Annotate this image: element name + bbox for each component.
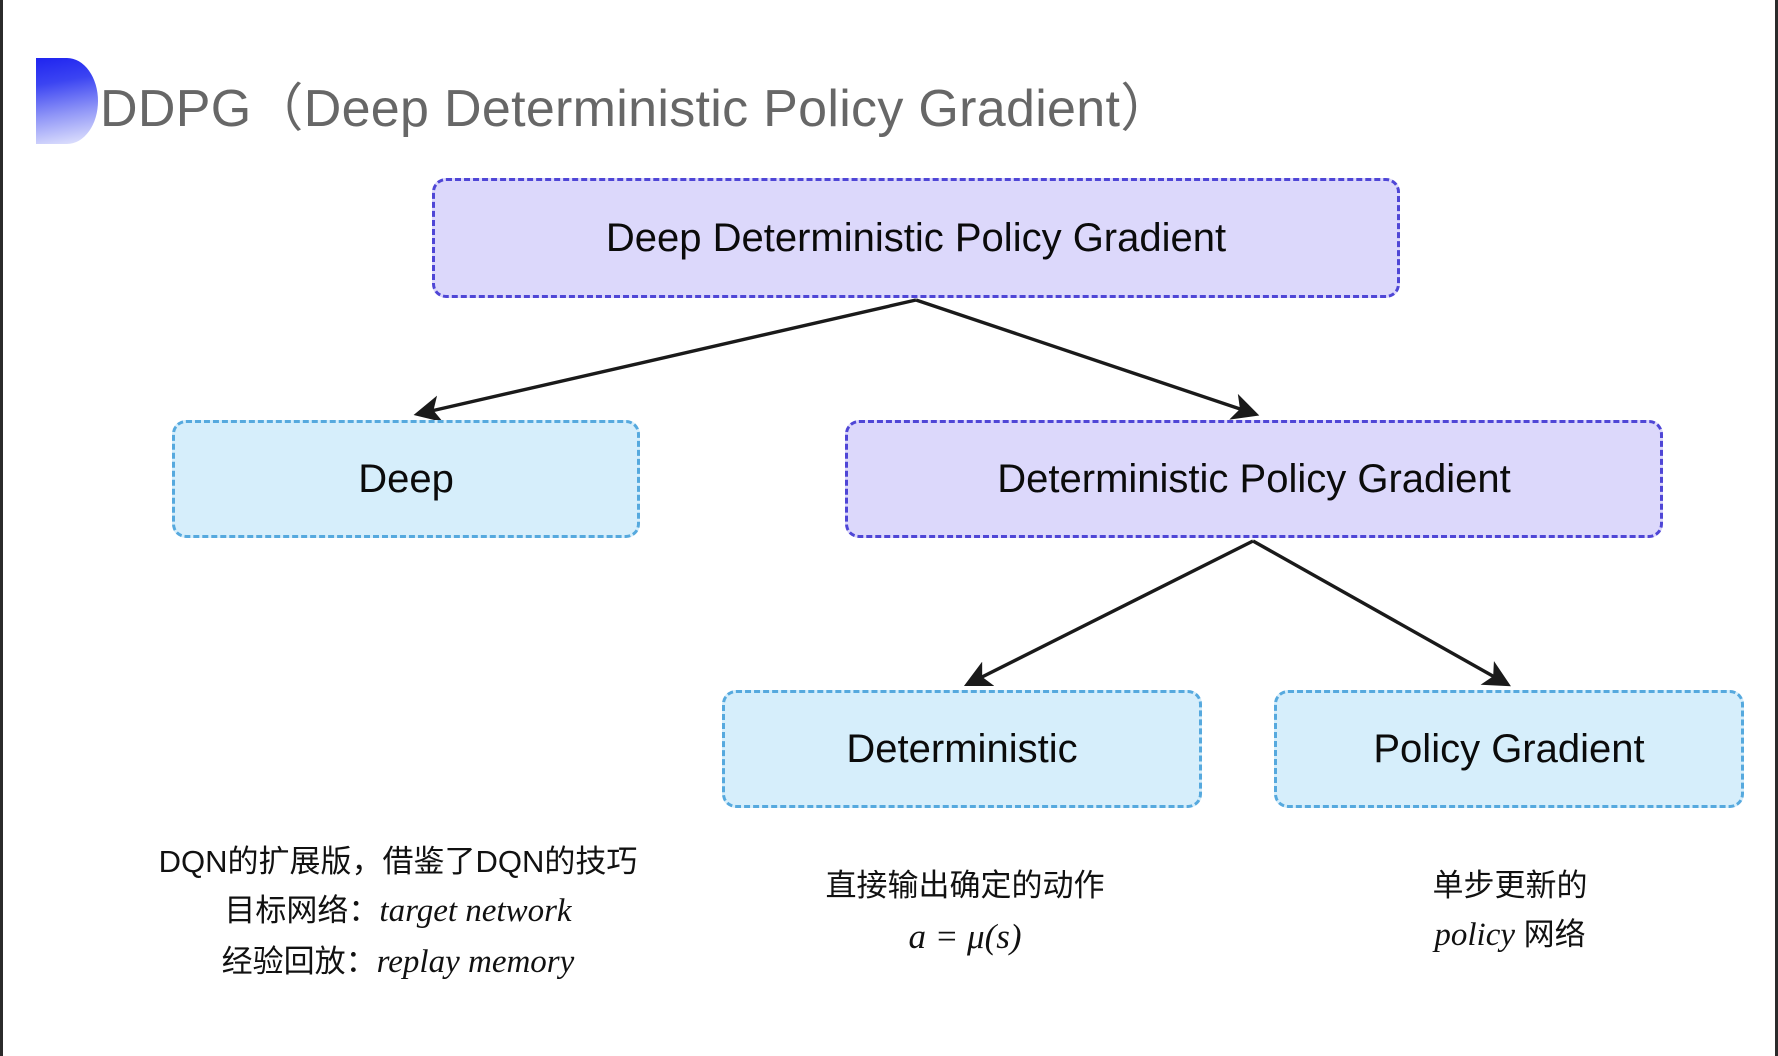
annotation-deep-line3-label: 经验回放：	[221, 944, 377, 980]
annotation-policy-gradient-suffix: 网络	[1515, 917, 1586, 953]
annotation-policy-gradient-term: policy	[1434, 917, 1515, 954]
edge-dpg-to-policy-gradient	[1252, 539, 1511, 687]
annotation-deterministic: 直接输出确定的动作 a = μ(s)	[730, 862, 1200, 964]
annotation-deep-line3-term: replay memory	[376, 944, 575, 981]
node-root[interactable]: Deep Deterministic Policy Gradient	[432, 178, 1400, 298]
annotation-deep: DQN的扩展版，借鉴了DQN的技巧 目标网络：target network 经验…	[88, 838, 708, 988]
node-deterministic-policy-gradient[interactable]: Deterministic Policy Gradient	[845, 420, 1663, 538]
node-policy-gradient[interactable]: Policy Gradient	[1274, 690, 1744, 808]
node-deep[interactable]: Deep	[172, 420, 640, 538]
node-root-label: Deep Deterministic Policy Gradient	[605, 216, 1227, 260]
annotation-policy-gradient-line2: policy 网络	[1305, 910, 1715, 961]
edge-root-to-deep	[413, 298, 917, 423]
annotation-policy-gradient: 单步更新的 policy 网络	[1305, 862, 1715, 961]
annotation-deep-line2-label: 目标网络：	[224, 893, 380, 929]
annotation-deep-line2: 目标网络：target network	[88, 886, 708, 937]
edge-dpg-to-deterministic	[963, 539, 1254, 687]
node-policy-gradient-label: Policy Gradient	[1373, 727, 1645, 771]
edge-root-to-dpg	[915, 298, 1260, 420]
page-title: DDPG（Deep Deterministic Policy Gradient）	[100, 80, 1173, 138]
annotation-deep-line2-term: target network	[379, 893, 572, 930]
annotation-deep-line1: DQN的扩展版，借鉴了DQN的技巧	[158, 844, 638, 879]
annotation-deep-line3: 经验回放：replay memory	[88, 937, 708, 988]
frame-edge-left	[0, 0, 3, 1056]
annotation-policy-gradient-line1: 单步更新的	[1432, 868, 1588, 903]
node-dpg-label: Deterministic Policy Gradient	[997, 457, 1511, 501]
node-deep-label: Deep	[358, 457, 454, 501]
node-deterministic-label: Deterministic	[846, 727, 1078, 771]
node-deterministic[interactable]: Deterministic	[722, 690, 1202, 808]
annotation-deterministic-formula: a = μ(s)	[908, 917, 1022, 957]
frame-edge-right	[1775, 0, 1778, 1056]
half-ellipse-gradient-icon	[36, 58, 98, 144]
annotation-deterministic-line1: 直接输出确定的动作	[825, 868, 1105, 903]
